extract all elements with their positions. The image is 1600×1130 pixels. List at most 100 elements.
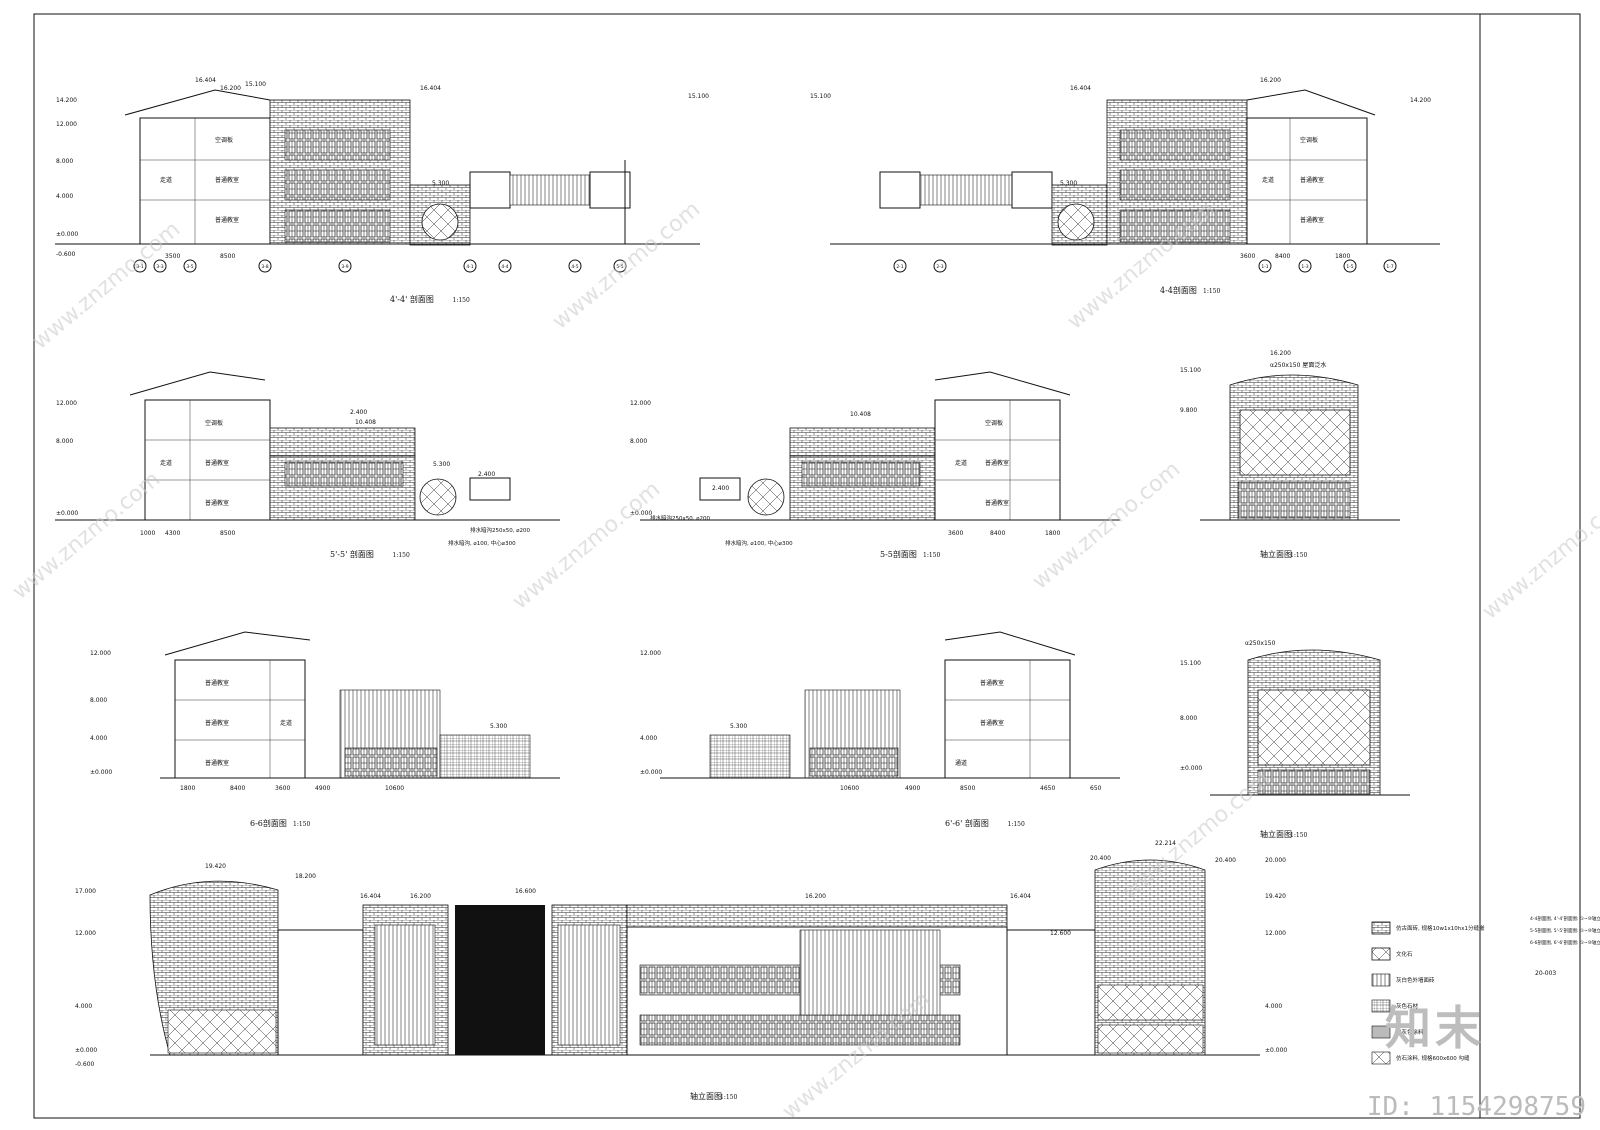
drawing-label: α250x150	[1245, 640, 1276, 647]
drawing-label: 走道	[955, 459, 967, 467]
level-label: 5.300	[730, 723, 747, 730]
section-4p-4p	[55, 89, 700, 246]
watermark-text: www.znzmo.com	[28, 217, 185, 355]
level-label: ±0.000	[56, 510, 78, 517]
axis-bubble	[338, 259, 352, 273]
axis-label: 1-1	[1261, 264, 1268, 270]
legend-text-glass: 浅灰色涂料	[1396, 1028, 1424, 1036]
drawing-title-s55: 5-5剖面图	[880, 549, 917, 559]
axis-label: 4-1	[466, 264, 473, 270]
drawing-label: 1800	[1335, 253, 1350, 260]
level-label: 8.000	[630, 438, 647, 445]
level-label: 15.100	[1180, 367, 1201, 374]
drawing-label: 排水暗沟, ⌀100, 中心⌀300	[725, 539, 793, 547]
level-label: 4.000	[56, 193, 73, 200]
level-label: 16.404	[360, 893, 381, 900]
drawing-label: 排水暗沟250x50, ⌀200	[470, 526, 531, 534]
elevation-small-2	[1210, 649, 1410, 796]
level-label: 12.000	[56, 400, 77, 407]
level-label: ±0.000	[56, 231, 78, 238]
drawing-title-s66p: 6'-6' 剖面图	[945, 818, 989, 828]
drawing-label: 1800	[1045, 530, 1060, 537]
drawing-label: 普通教室	[205, 679, 229, 687]
axis-bubble	[1343, 259, 1357, 273]
drawing-label: 650	[1090, 785, 1102, 792]
axis-label: 3-1	[136, 264, 143, 270]
drawing-label: 普通教室	[205, 499, 229, 507]
level-label: 16.200	[1260, 77, 1281, 84]
drawing-label: 普通教室	[980, 679, 1004, 687]
level-label: ±0.000	[1180, 765, 1202, 772]
level-label: 10.408	[850, 411, 871, 418]
axis-label: 5-5	[616, 264, 623, 270]
drawing-label: 8500	[960, 785, 975, 792]
level-label: 12.000	[75, 930, 96, 937]
level-label: 8.000	[90, 697, 107, 704]
section-4-4	[830, 89, 1440, 246]
drawing-label: 普通教室	[1300, 176, 1324, 184]
axis-bubble	[1383, 259, 1397, 273]
drawing-label: 普通教室	[205, 719, 229, 727]
drawing-label: 走道	[160, 176, 172, 184]
drawing-label: 8400	[1275, 253, 1290, 260]
axis-label: 1-5	[1346, 264, 1353, 270]
drawing-scale-s44: 1:150	[1203, 288, 1220, 295]
drawing-label: 8400	[990, 530, 1005, 537]
watermark-text: www.znzmo.com	[1028, 457, 1185, 595]
drawing-scale-e2: 1:150	[1290, 832, 1307, 839]
level-label: 19.420	[205, 863, 226, 870]
drawing-label: 3600	[948, 530, 963, 537]
axis-label: 3-9	[341, 264, 348, 270]
level-label: 20.400	[1090, 855, 1111, 862]
drawing-label: 普通教室	[980, 719, 1004, 727]
drawing-label: 8500	[220, 530, 235, 537]
level-label: 12.000	[630, 400, 651, 407]
level-label: 16.200	[1270, 350, 1291, 357]
axis-bubble	[153, 259, 167, 273]
main-elevation	[149, 859, 1260, 1056]
level-label: 4.000	[1265, 1003, 1282, 1010]
section-6-6	[160, 631, 560, 779]
legend	[1371, 921, 1391, 1065]
level-label: 12.000	[56, 121, 77, 128]
drawing-label: 1800	[180, 785, 195, 792]
drawing-label: 排水暗沟, ⌀100, 中心⌀300	[448, 539, 516, 547]
drawing-label: 普通教室	[215, 176, 239, 184]
drawing-label: 4900	[905, 785, 920, 792]
level-label: 17.000	[75, 888, 96, 895]
level-label: 16.600	[515, 888, 536, 895]
axis-bubble	[183, 259, 197, 273]
level-label: 2.400	[478, 471, 495, 478]
drawing-title-s66: 6-6剖面图	[250, 818, 287, 828]
legend-text-grille: 灰白色外墙面砖	[1396, 976, 1435, 984]
drawing-label: 10600	[385, 785, 404, 792]
level-label: 16.200	[220, 85, 241, 92]
sheet-border	[33, 13, 1581, 1119]
drawing-label: 普通教室	[1300, 216, 1324, 224]
axis-bubble	[1298, 259, 1312, 273]
drawing-label: 普通教室	[985, 499, 1009, 507]
level-label: -0.600	[75, 1061, 95, 1068]
drawing-label: 普通教室	[215, 216, 239, 224]
legend-text-stone: 灰色石材	[1396, 1002, 1419, 1010]
level-label: 19.420	[1265, 893, 1286, 900]
drawing-label: 空调板	[1300, 136, 1318, 144]
axis-label: 2-1	[896, 264, 903, 270]
drawing-scale-e1: 1:150	[1290, 552, 1307, 559]
level-label: 15.100	[1180, 660, 1201, 667]
legend-side-note: 4-4剖面图, 4'-4'剖面图: ①~⑩轴立面图	[1530, 915, 1600, 922]
watermark-id: ID: 1154298759	[1366, 1092, 1586, 1122]
drawing-scale-s55p: 1:150	[393, 552, 410, 559]
watermark-logo: 知末	[1385, 1001, 1485, 1055]
axis-label: 4-5	[571, 264, 578, 270]
level-label: -0.600	[56, 251, 76, 258]
section-6p-6p	[660, 631, 1120, 779]
level-label: 10.408	[355, 419, 376, 426]
drawing-label: 走道	[280, 719, 292, 727]
level-label: 15.100	[688, 93, 709, 100]
level-label: 4.000	[90, 735, 107, 742]
level-label: 16.404	[195, 77, 216, 84]
legend-side-note: 5-5剖面图, 5'-5'剖面图: ①~⑩轴立面图	[1530, 927, 1600, 934]
level-label: 22.214	[1155, 840, 1176, 847]
